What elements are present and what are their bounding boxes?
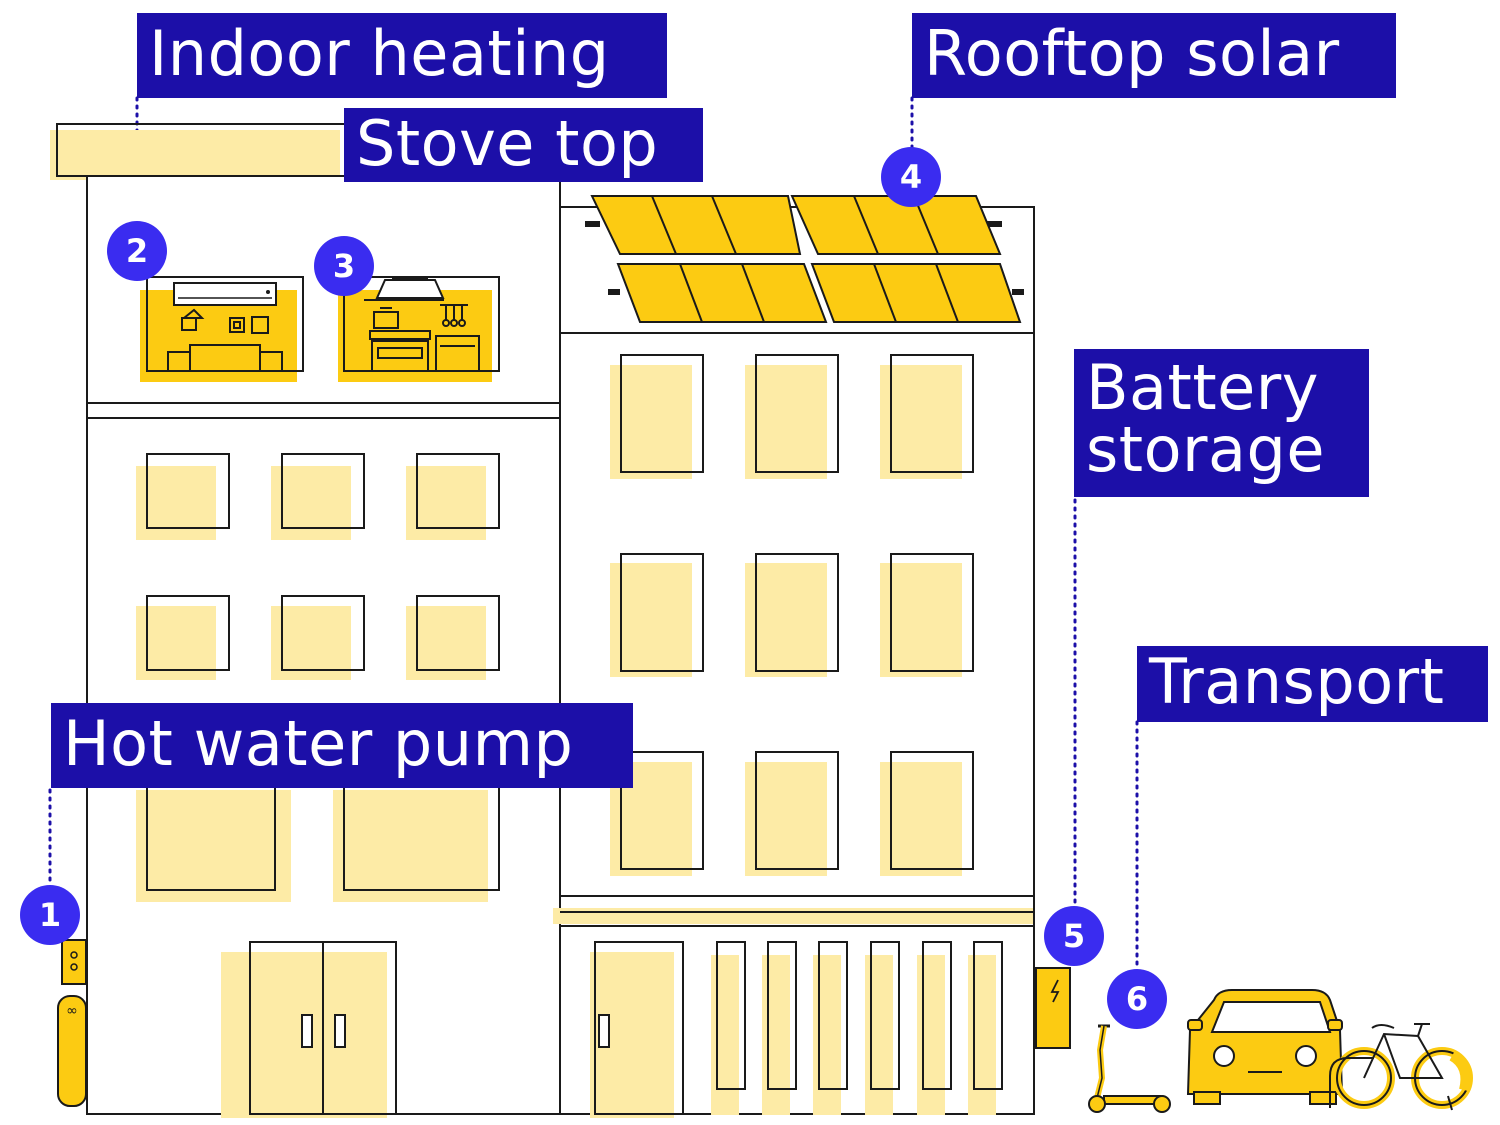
front-door (221, 941, 397, 1118)
hot-water-tank-icon: ∞ (57, 939, 87, 1107)
battery-icon (1035, 967, 1071, 1049)
solar-panel-icon (585, 195, 1024, 323)
right-building (553, 195, 1071, 1118)
callout-badge-3: 3 (314, 236, 374, 296)
transport-group (1088, 989, 1473, 1113)
callout-label-stove-top: Stove top (344, 108, 703, 182)
left-building-windows (136, 453, 500, 902)
callout-label-rooftop-solar: Rooftop solar (912, 13, 1396, 98)
indoor-heating-room (140, 276, 304, 382)
air-conditioner-icon (173, 282, 277, 306)
callout-badge-6: 6 (1107, 969, 1167, 1029)
callout-badge-2: 2 (107, 221, 167, 281)
shop-front (590, 941, 1003, 1118)
svg-text:∞: ∞ (66, 1003, 78, 1019)
scooter-icon (1088, 1024, 1171, 1113)
car-icon (1186, 989, 1344, 1105)
callout-label-battery-line-1: Battery (1086, 351, 1319, 424)
stove-top-room (338, 276, 500, 382)
callout-label-transport: Transport (1137, 646, 1488, 722)
callout-label-indoor-heating: Indoor heating (137, 13, 667, 98)
callout-badge-1: 1 (20, 885, 80, 945)
callout-label-battery-line-2: storage (1086, 413, 1326, 486)
left-building: ∞ (50, 123, 561, 1118)
callout-badge-4: 4 (881, 147, 941, 207)
callout-label-battery-storage: Battery storage (1074, 349, 1369, 497)
right-building-windows (610, 354, 974, 876)
callout-badge-5: 5 (1044, 906, 1104, 966)
callout-label-hot-water-pump: Hot water pump (51, 703, 633, 788)
kitchen-stove-icon (364, 277, 480, 372)
bicycle-icon (1329, 1023, 1473, 1111)
sofa-icon (167, 308, 283, 372)
